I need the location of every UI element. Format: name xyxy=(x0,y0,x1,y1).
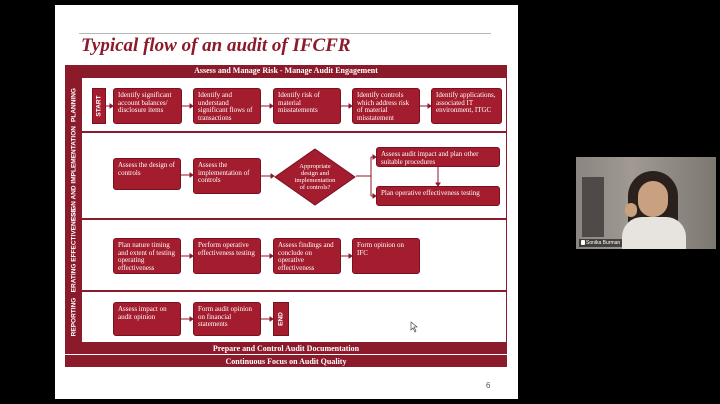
operating-step-2: Perform operative effectiveness testing xyxy=(193,238,261,274)
reporting-step-2: Form audit opinion on financial statemen… xyxy=(193,302,261,336)
page-number: 6 xyxy=(486,381,491,390)
operating-step-4: Form opinion on IFC xyxy=(352,238,420,274)
participant-video-tile[interactable]: Sonika Burman xyxy=(576,157,716,249)
title-rule xyxy=(79,33,491,34)
participant-name-tag: Sonika Burman xyxy=(579,239,623,247)
flow-diagram: PLANNING START Identify significant acco… xyxy=(65,77,507,343)
top-band: Assess and Manage Risk - Manage Audit En… xyxy=(65,65,507,77)
end-box: END xyxy=(273,302,289,336)
participant-hand xyxy=(625,203,637,217)
bottom-band-documentation: Prepare and Control Audit Documentation xyxy=(65,343,507,354)
lane-label-design: DESIGN AND IMPLEMENTATION xyxy=(66,126,82,225)
lane-label-reporting: REPORTING xyxy=(66,292,82,342)
lane-label-operating: OPERATING EFFECTIVENESS xyxy=(66,208,82,302)
outcome-plan-testing: Plan operative effectiveness testing xyxy=(376,186,500,206)
decision-diamond: Appropriate design and implementation of… xyxy=(274,148,356,206)
lane-planning: PLANNING START Identify significant acco… xyxy=(66,78,506,133)
lane-reporting: REPORTING Assess impact on audit opinion… xyxy=(66,292,506,342)
slide-title: Typical flow of an audit of IFCFR xyxy=(81,35,351,56)
bottom-band-quality: Continuous Focus on Audit Quality xyxy=(65,354,507,367)
planning-step-3: Identify risk of material misstatements xyxy=(273,88,341,124)
start-box: START xyxy=(92,88,106,124)
planning-step-4: Identify controls which address risk of … xyxy=(352,88,420,124)
participant-body xyxy=(622,217,686,249)
presentation-slide: Typical flow of an audit of IFCFR Assess… xyxy=(55,5,518,399)
lane-operating-effectiveness: OPERATING EFFECTIVENESS Plan nature timi… xyxy=(66,208,506,302)
outcome-assess-impact: Assess audit impact and plan other suita… xyxy=(376,147,500,167)
operating-step-3: Assess findings and conclude on operativ… xyxy=(273,238,341,274)
participant-face xyxy=(638,181,668,217)
operating-step-1: Plan nature timing and extent of testing… xyxy=(113,238,181,274)
reporting-step-1: Assess impact on audit opinion xyxy=(113,302,181,336)
planning-step-5: Identify applications, associated IT env… xyxy=(431,88,502,124)
lane-design-implementation: DESIGN AND IMPLEMENTATION Assess the des… xyxy=(66,126,506,225)
lane-label-planning: PLANNING xyxy=(66,78,82,131)
decision-diamond-shape xyxy=(274,148,356,206)
video-background-door xyxy=(582,177,604,237)
design-step-1: Assess the design of controls xyxy=(113,158,181,190)
planning-step-2: Identify and understand significant flow… xyxy=(193,88,261,124)
microphone-icon xyxy=(581,240,585,246)
decision-text: Appropriate design and implementation of… xyxy=(294,163,336,191)
design-step-2: Assess the implementation of controls xyxy=(193,158,261,194)
mouse-cursor-icon xyxy=(410,321,418,333)
planning-step-1: Identify significant account balances/ d… xyxy=(113,88,182,124)
